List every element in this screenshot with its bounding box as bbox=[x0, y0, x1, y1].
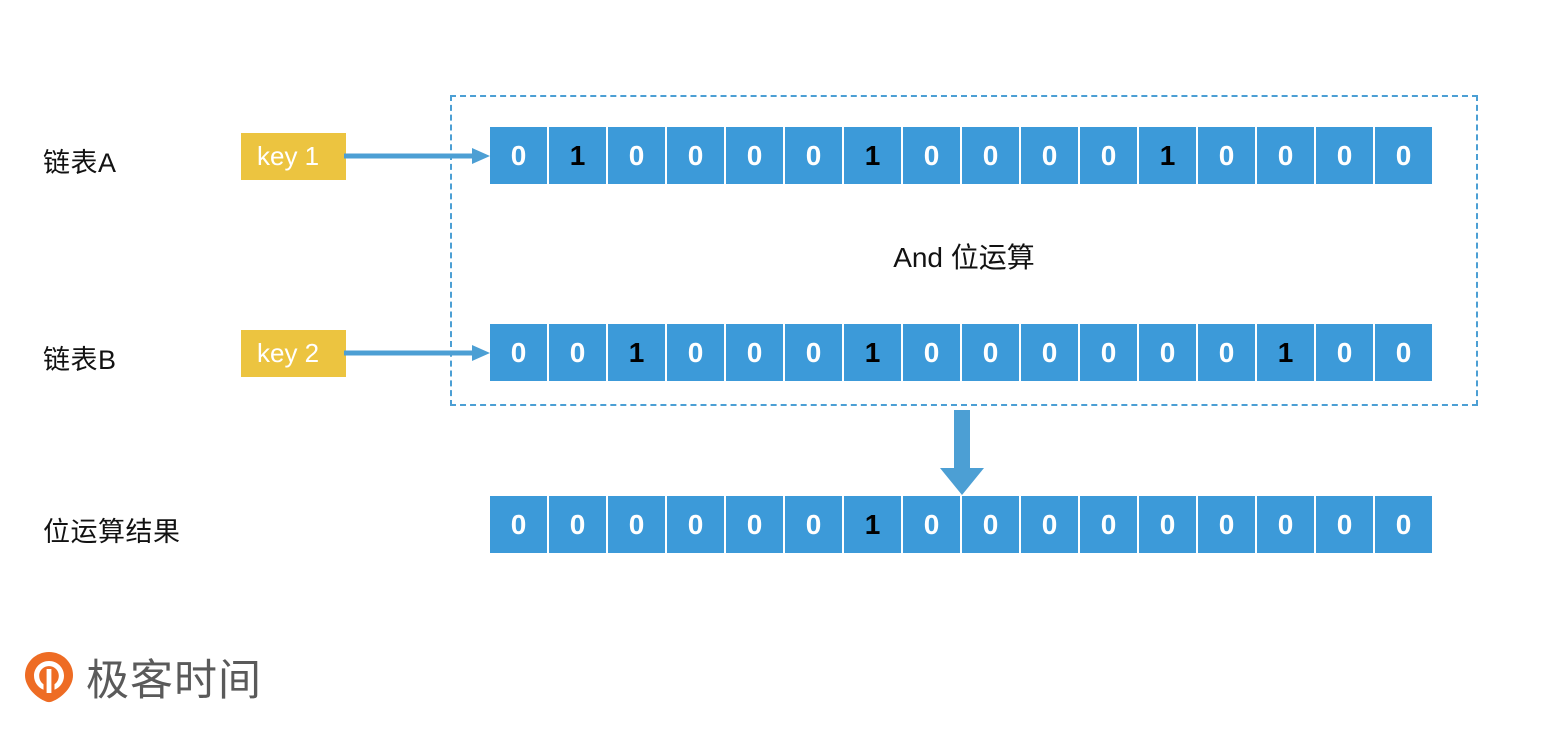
bit-cell: 0 bbox=[490, 324, 547, 381]
bit-cell: 0 bbox=[1139, 496, 1196, 553]
bit-cell: 1 bbox=[1257, 324, 1314, 381]
bit-cell: 0 bbox=[785, 496, 842, 553]
row-label-list-a: 链表A bbox=[43, 148, 117, 178]
bit-cell: 0 bbox=[1257, 127, 1314, 184]
key-chip-1: key 1 bbox=[241, 133, 346, 180]
bit-cell: 0 bbox=[1198, 324, 1255, 381]
bit-cell: 0 bbox=[1198, 127, 1255, 184]
bit-cell: 0 bbox=[1198, 496, 1255, 553]
bit-cell: 0 bbox=[549, 496, 606, 553]
bit-cell: 1 bbox=[844, 496, 901, 553]
bit-cell: 0 bbox=[667, 324, 724, 381]
bit-cell: 0 bbox=[1021, 127, 1078, 184]
bit-cell: 0 bbox=[667, 496, 724, 553]
bit-cell: 0 bbox=[1080, 324, 1137, 381]
bit-cell: 0 bbox=[608, 127, 665, 184]
and-operation-group-box bbox=[450, 95, 1478, 406]
key-chip-2: key 2 bbox=[241, 330, 346, 377]
bit-cell: 0 bbox=[962, 496, 1019, 553]
bit-cell: 0 bbox=[962, 127, 1019, 184]
bit-cell: 0 bbox=[1021, 496, 1078, 553]
bit-cell: 0 bbox=[726, 496, 783, 553]
bit-cell: 0 bbox=[1375, 324, 1432, 381]
bit-cell: 0 bbox=[608, 496, 665, 553]
bit-cell: 0 bbox=[785, 324, 842, 381]
bit-cell: 1 bbox=[549, 127, 606, 184]
bit-cell: 1 bbox=[844, 127, 901, 184]
down-arrow-to-result bbox=[940, 410, 984, 495]
operation-caption: And 位运算 bbox=[893, 242, 1035, 273]
geek-time-pin-icon bbox=[25, 652, 73, 703]
bit-cell: 0 bbox=[1080, 127, 1137, 184]
brand-logo: 极客时间 bbox=[24, 646, 262, 708]
bit-cell: 0 bbox=[1316, 496, 1373, 553]
bit-cell: 0 bbox=[1080, 496, 1137, 553]
bit-cell: 0 bbox=[903, 496, 960, 553]
bit-cell: 0 bbox=[667, 127, 724, 184]
bit-cell: 0 bbox=[962, 324, 1019, 381]
bit-cell: 0 bbox=[903, 127, 960, 184]
bit-cell: 1 bbox=[844, 324, 901, 381]
bit-cell: 0 bbox=[1375, 496, 1432, 553]
row-label-result: 位运算结果 bbox=[43, 517, 181, 547]
bit-cell: 0 bbox=[1139, 324, 1196, 381]
bit-cell: 0 bbox=[1316, 127, 1373, 184]
bit-cell: 0 bbox=[490, 127, 547, 184]
bit-cell: 0 bbox=[549, 324, 606, 381]
bit-cell: 0 bbox=[785, 127, 842, 184]
bit-cell: 1 bbox=[1139, 127, 1196, 184]
bit-cell: 1 bbox=[608, 324, 665, 381]
bit-cell: 0 bbox=[1375, 127, 1432, 184]
bit-cell: 0 bbox=[726, 324, 783, 381]
row-label-list-b: 链表B bbox=[43, 345, 117, 375]
bit-cell: 0 bbox=[1257, 496, 1314, 553]
bit-cell: 0 bbox=[490, 496, 547, 553]
bit-cell: 0 bbox=[903, 324, 960, 381]
bit-cell: 0 bbox=[1021, 324, 1078, 381]
bit-cell: 0 bbox=[1316, 324, 1373, 381]
brand-name: 极客时间 bbox=[86, 656, 262, 706]
bit-cell: 0 bbox=[726, 127, 783, 184]
